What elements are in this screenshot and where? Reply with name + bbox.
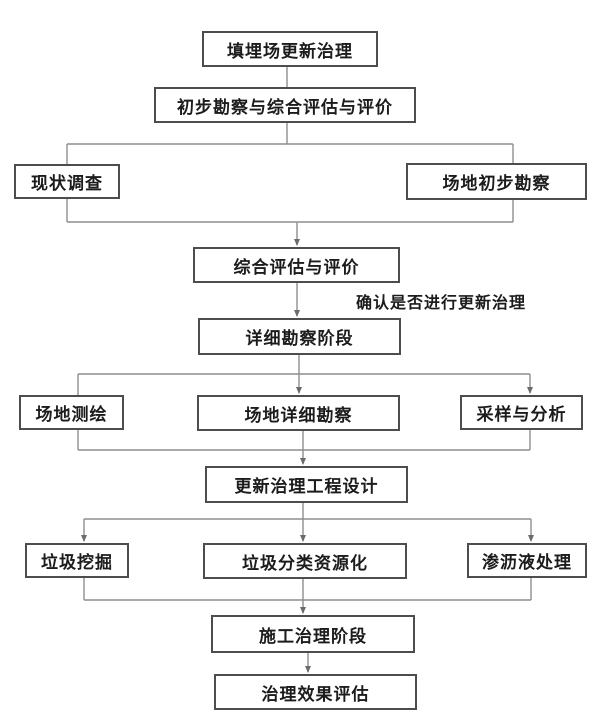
node-sampling-analysis: 采样与分析 (460, 395, 583, 430)
node-preliminary-survey: 初步勘察与综合评估与评价 (154, 87, 416, 123)
node-detailed-survey-stage: 详细勘察阶段 (198, 318, 401, 355)
node-site-mapping: 场地测绘 (19, 395, 124, 430)
node-site-detailed-survey: 场地详细勘察 (197, 395, 400, 431)
decision-annotation: 确认是否进行更新治理 (356, 295, 527, 312)
node-comprehensive-assessment: 综合评估与评价 (193, 247, 400, 283)
node-engineering-design: 更新治理工程设计 (205, 466, 408, 503)
node-waste-sorting-recycling: 垃圾分类资源化 (203, 543, 407, 579)
node-status-investigation: 现状调查 (14, 164, 120, 199)
node-effect-evaluation: 治理效果评估 (214, 674, 417, 710)
node-landfill-renewal: 填埋场更新治理 (202, 31, 378, 67)
node-construction-stage: 施工治理阶段 (211, 615, 415, 653)
node-waste-excavation: 垃圾挖掘 (25, 543, 129, 578)
node-leachate-treatment: 渗沥液处理 (467, 543, 587, 578)
node-site-preliminary-survey: 场地初步勘察 (406, 163, 587, 200)
